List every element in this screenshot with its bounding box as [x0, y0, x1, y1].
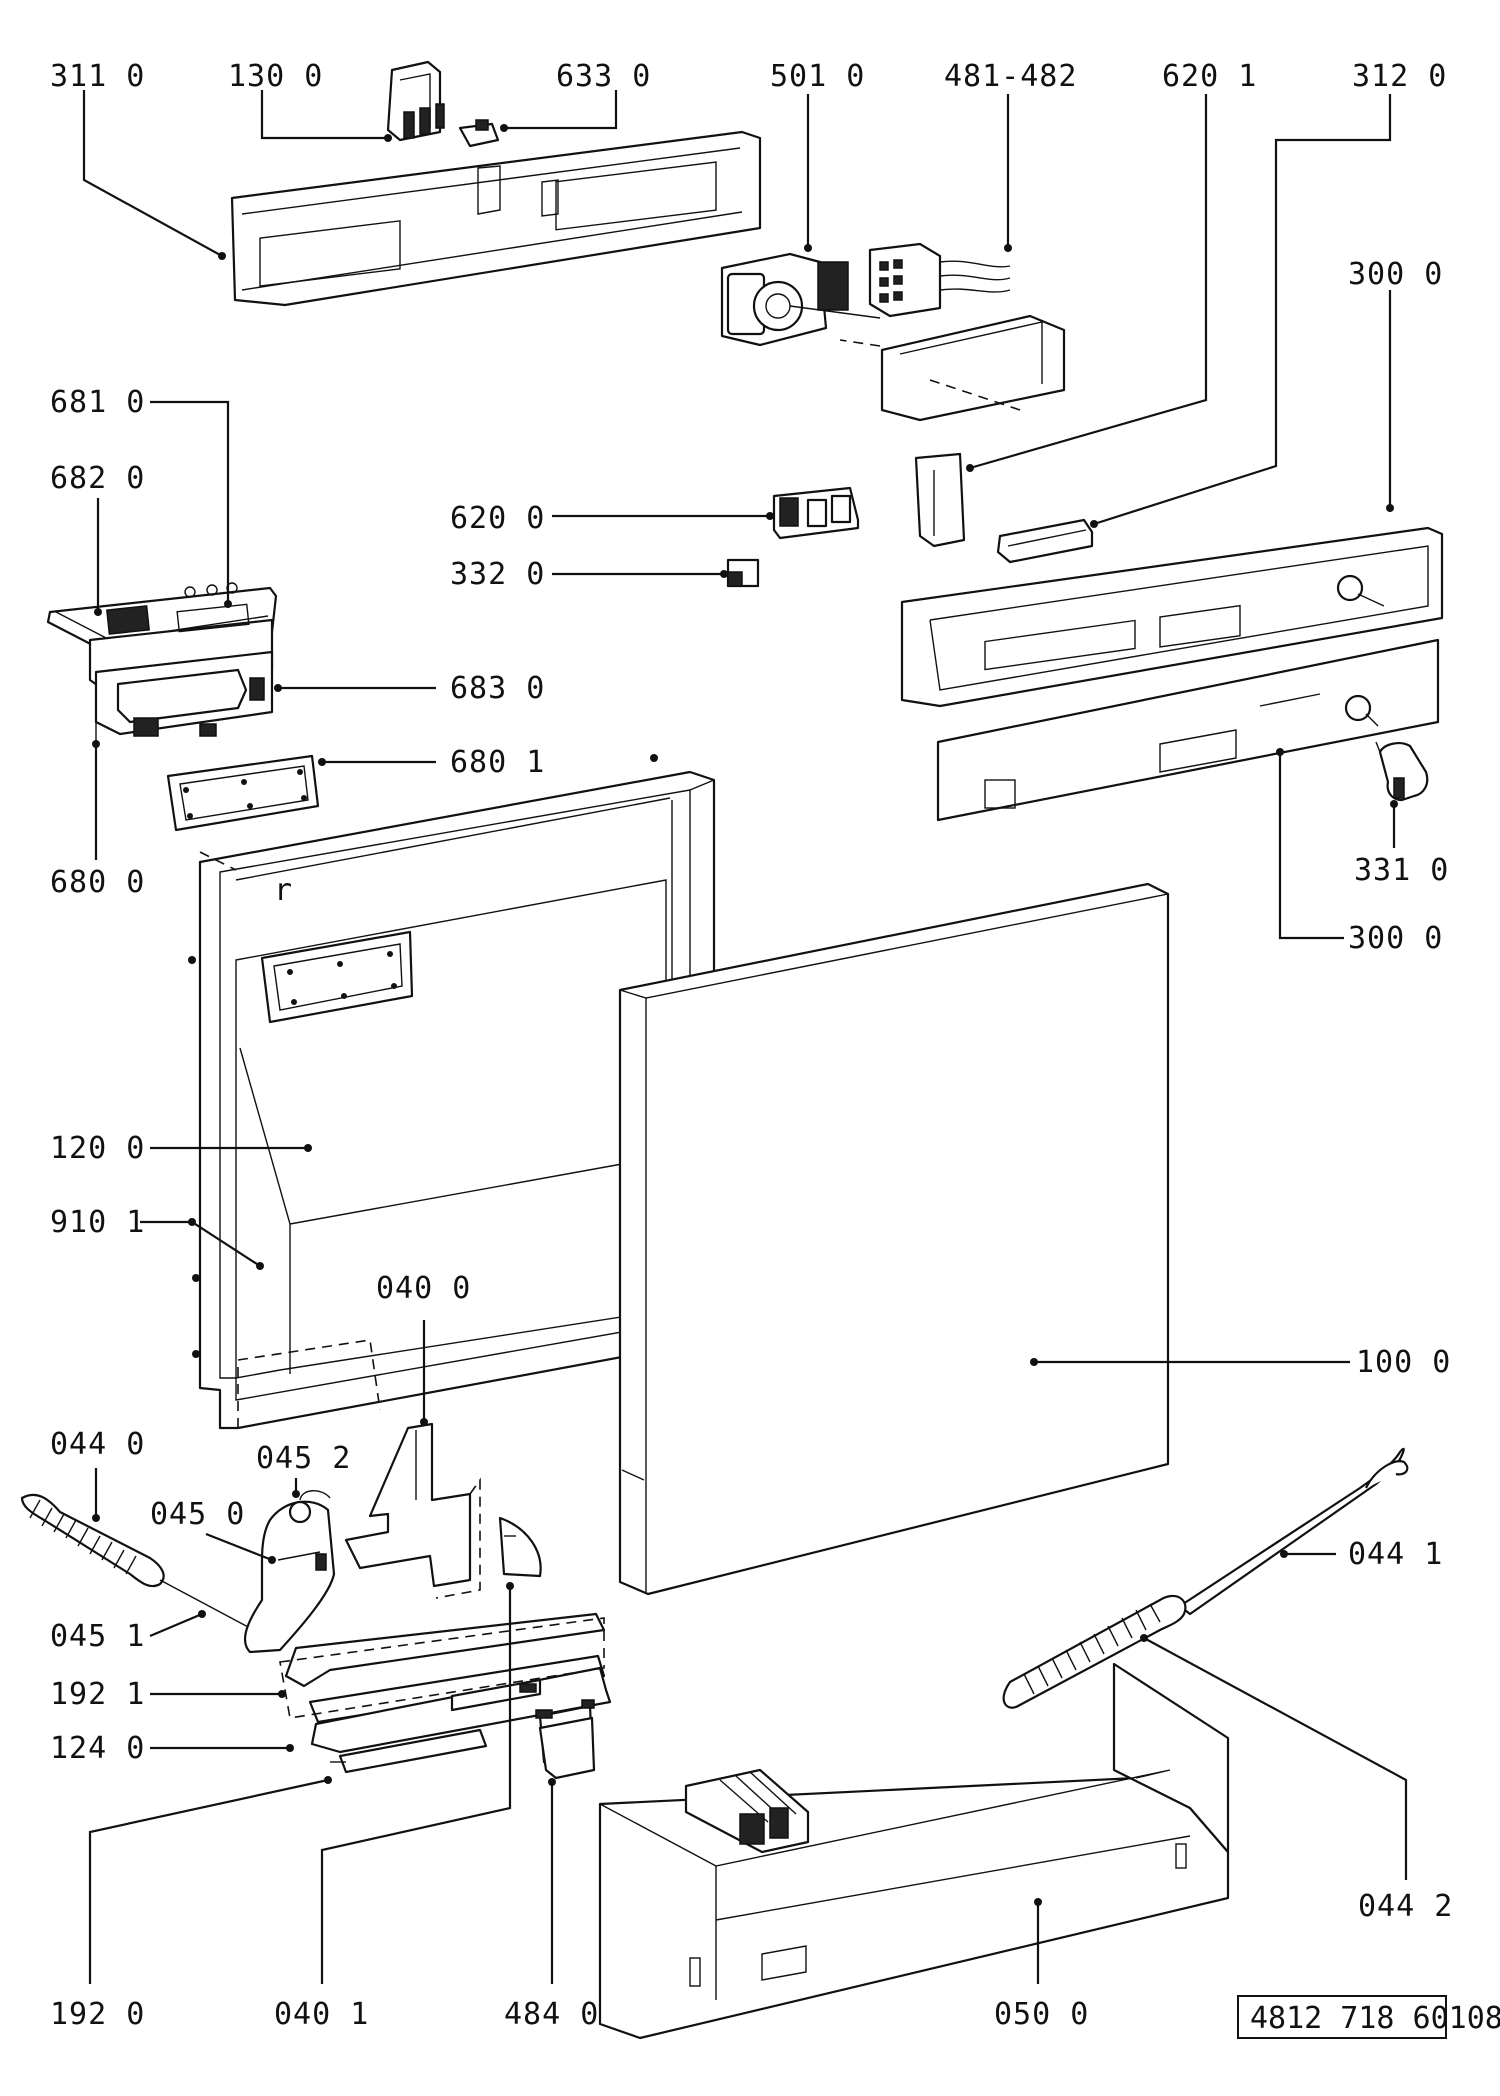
drawing-reference-number: 4812 718 60108: [1250, 2001, 1500, 2036]
part-300-control-panel-bottom: [936, 638, 1440, 822]
part-311-rail: [230, 130, 762, 307]
label-311-0: 311 0: [50, 59, 145, 94]
label-682-0: 682 0: [50, 461, 145, 496]
label-620-1: 620 1: [1162, 59, 1257, 94]
label-633-0: 633 0: [556, 59, 651, 94]
label-620-0: 620 0: [450, 501, 545, 536]
label-044-2: 044 2: [1358, 1889, 1453, 1924]
part-044-2-spring: [1002, 1594, 1187, 1709]
label-045-0: 045 0: [150, 1497, 245, 1532]
part-050-kickplate: [598, 1662, 1230, 2040]
part-120-door-frame: r: [188, 754, 716, 1430]
label-130-0: 130 0: [228, 59, 323, 94]
part-300-control-panel-top: [900, 526, 1444, 708]
label-040-1: 040 1: [274, 1997, 369, 2032]
part-130-switch: [386, 60, 445, 142]
label-681-0: 681 0: [50, 385, 145, 420]
label-331-0: 331 0: [1354, 853, 1449, 888]
program-lights: [984, 604, 1241, 671]
part-331-knob: [1375, 741, 1429, 802]
part-501-timer: [720, 252, 881, 347]
part-680-1-gasket: [166, 754, 320, 832]
label-100-0: 100 0: [1356, 1345, 1451, 1380]
part-633-clip: [458, 119, 500, 148]
label-192-0: 192 0: [50, 1997, 145, 2032]
label-680-0: 680 0: [50, 865, 145, 900]
label-481-482: 481-482: [944, 59, 1077, 94]
part-040-0-hinge: [344, 1422, 481, 1599]
label-050-0: 050 0: [994, 1997, 1089, 2032]
label-910-1: 910 1: [50, 1205, 145, 1240]
part-620-1-bracket: [914, 452, 966, 548]
label-124-0: 124 0: [50, 1731, 145, 1766]
part-040-1-wedge: [498, 1516, 542, 1578]
label-192-1: 192 1: [50, 1677, 145, 1712]
callout-labels: 311 0 130 0 633 0 501 0 481-482 620 1 31…: [50, 59, 1453, 2032]
part-681-dispenser: [46, 582, 278, 742]
label-683-0: 683 0: [450, 671, 545, 706]
label-040-0: 040 0: [376, 1271, 471, 1306]
frame-mark-r: r: [274, 873, 293, 908]
label-120-0: 120 0: [50, 1131, 145, 1166]
part-045-hinge-arm: [244, 1490, 336, 1654]
drawing-reference-box: 4812 718 60108: [1237, 1995, 1500, 2039]
part-044-1-spring-rod: [1178, 1447, 1409, 1616]
part-481-connector: [868, 242, 1011, 318]
part-484-clip: [538, 1716, 596, 1780]
label-044-0: 044 0: [50, 1427, 145, 1462]
label-332-0: 332 0: [450, 557, 545, 592]
label-045-1: 045 1: [50, 1619, 145, 1654]
part-044-0-spring: [20, 1493, 251, 1629]
label-484-0: 484 0: [504, 1997, 599, 2032]
label-300-0-bottom: 300 0: [1348, 921, 1443, 956]
part-332-button: [726, 558, 760, 588]
part-timer-bracket: [839, 314, 1066, 422]
label-045-2: 045 2: [256, 1441, 351, 1476]
part-100-door-panel: [618, 882, 1170, 1596]
part-620-0-relay: [772, 486, 860, 540]
label-501-0: 501 0: [770, 59, 865, 94]
label-300-0-top: 300 0: [1348, 257, 1443, 292]
leader-lines: [82, 90, 1408, 1984]
label-680-1: 680 1: [450, 745, 545, 780]
part-312-handle: [996, 518, 1094, 564]
part-cartridge: [684, 1768, 810, 1854]
label-312-0: 312 0: [1352, 59, 1447, 94]
label-044-1: 044 1: [1348, 1537, 1443, 1572]
